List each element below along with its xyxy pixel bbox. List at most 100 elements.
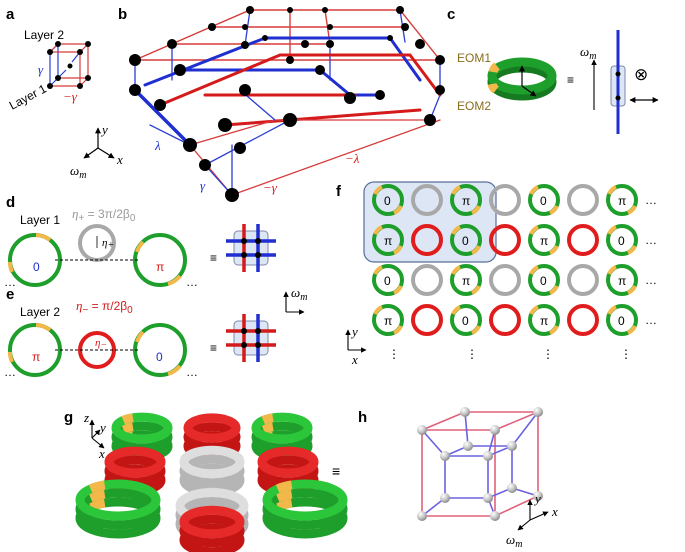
site-ring	[606, 264, 638, 296]
eom-segment	[529, 305, 539, 315]
eom-segment	[373, 225, 383, 235]
panel-label-b: b	[118, 6, 127, 23]
grey-ring-layer	[179, 454, 245, 488]
dots-e-left: …	[4, 365, 16, 379]
phase-label: π	[618, 194, 626, 208]
phase-label: 0	[384, 274, 391, 288]
equiv-e: ≡	[210, 341, 217, 355]
vdots-f-2: ⋮	[466, 347, 478, 361]
panel-e-lattice	[226, 314, 276, 362]
green-ring-layer	[75, 479, 161, 521]
eom-segment	[393, 285, 403, 295]
phase-label: π	[384, 314, 392, 328]
vdots-f-4: ⋮	[620, 347, 632, 361]
phase-label: π	[462, 274, 470, 288]
eom-segment	[88, 480, 106, 494]
layer2-label-e: Layer 2	[20, 305, 60, 319]
phase-d-left: 0	[33, 260, 40, 274]
eom-segment	[471, 245, 481, 255]
site-ring	[372, 184, 404, 216]
red-ring-layer	[179, 514, 245, 548]
site-ring	[372, 224, 404, 256]
coupler-ring-red	[489, 304, 521, 336]
layer1-label-d: Layer 1	[20, 213, 60, 227]
otimes-symbol: ⊗	[634, 65, 648, 84]
coupler-ring-red	[489, 224, 521, 256]
axis-x-f: x	[351, 352, 358, 367]
phase-d-right: π	[156, 260, 164, 274]
eom-segment	[261, 413, 274, 425]
unit-cell-highlight	[363, 181, 497, 263]
phase-label: π	[462, 194, 470, 208]
coupler-ring-grey	[411, 264, 443, 296]
grey-ring-layer	[179, 445, 245, 479]
eom-segment	[471, 205, 481, 215]
eom-segment	[627, 325, 637, 335]
eom-segment	[607, 265, 617, 275]
eta-minus-small: η−	[95, 337, 107, 351]
axes-d	[283, 291, 305, 315]
axes-g	[89, 419, 105, 449]
axis-x-h: x	[551, 504, 558, 519]
eom-segment	[529, 265, 539, 275]
axis-y-a: y	[100, 122, 108, 137]
site-ring	[606, 304, 638, 336]
eom-segment	[627, 205, 637, 215]
panel-d-lattice	[226, 224, 276, 272]
eom-segment	[549, 285, 559, 295]
panel-c-ring-axes	[519, 65, 537, 97]
eom-segment	[607, 225, 617, 235]
eom-segment	[88, 489, 106, 503]
eom-segment	[451, 265, 461, 275]
eom-segment	[275, 480, 293, 494]
row-ellipsis: …	[645, 313, 657, 327]
phase-label: 0	[540, 274, 547, 288]
row-ellipsis: …	[645, 233, 657, 247]
axis-x-g: x	[98, 446, 105, 461]
axes-f	[345, 329, 367, 353]
panel-label-e: e	[6, 286, 14, 303]
coupler-ring-red	[411, 224, 443, 256]
gamma-label-a: γ	[38, 62, 44, 77]
eta-plus-small: η+	[102, 237, 114, 251]
vdots-f-1: ⋮	[388, 347, 400, 361]
panel-d-rings	[7, 224, 187, 287]
panel-g-ring-stack	[75, 412, 348, 552]
eom-segment	[549, 205, 559, 215]
green-ring-layer	[262, 479, 348, 521]
axis-w-h: ωm	[506, 532, 522, 550]
eom-segment	[393, 205, 403, 215]
site-ring	[450, 224, 482, 256]
axis-z-g: z	[83, 410, 89, 425]
panel-label-c: c	[447, 6, 455, 23]
dots-e-right: …	[186, 365, 198, 379]
coupler-ring-grey	[489, 184, 521, 216]
phase-label: π	[540, 314, 548, 328]
site-ring	[606, 224, 638, 256]
phase-label: 0	[618, 314, 625, 328]
eom-segment	[275, 489, 293, 503]
minus-lambda-label: −λ	[345, 151, 360, 166]
eom-segment	[529, 185, 539, 195]
phase-e-left: π	[32, 350, 40, 364]
eom1-label: EOM1	[457, 51, 491, 65]
omega-label-c: ωm	[580, 44, 596, 62]
eom-segment	[393, 245, 403, 255]
layer1-label: Layer 1	[7, 81, 49, 112]
equiv-c: ≡	[567, 73, 574, 87]
site-ring	[450, 304, 482, 336]
eom-segment	[121, 422, 134, 434]
axis-x-a: x	[116, 152, 123, 167]
eom-segment	[393, 325, 403, 335]
panel-c-site	[610, 30, 659, 134]
site-ring	[528, 184, 560, 216]
phase-label: 0	[462, 234, 469, 248]
phase-label: π	[384, 234, 392, 248]
axis-w-a: ωm	[70, 163, 86, 181]
red-ring-layer	[104, 446, 166, 478]
eom-segment	[451, 185, 461, 195]
red-ring-layer	[179, 505, 245, 539]
equiv-g: ≡	[332, 463, 340, 479]
site-ring	[528, 304, 560, 336]
